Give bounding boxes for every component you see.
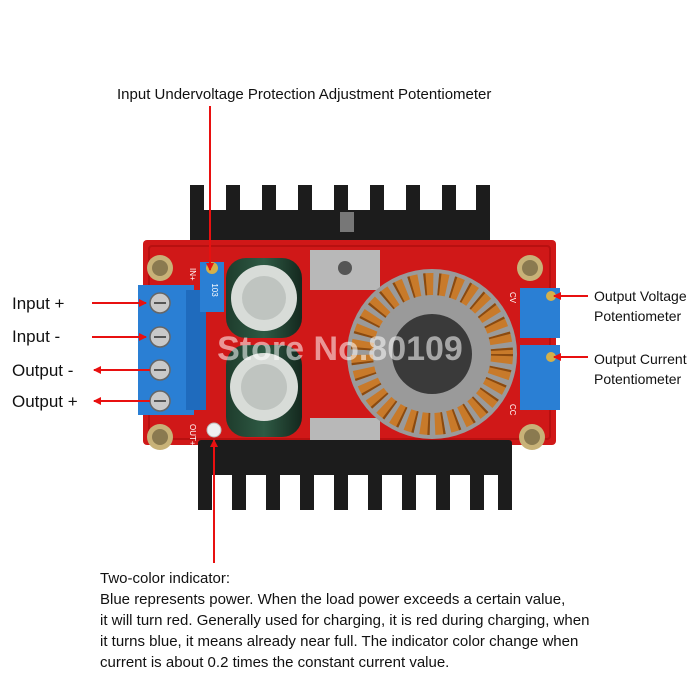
label-output-voltage-line1: Output Voltage xyxy=(594,288,687,304)
pcb-label-cv: CV xyxy=(508,292,517,304)
annotation-arrows xyxy=(92,106,588,563)
watermark-text: Store No.80109 xyxy=(217,330,463,368)
label-output-voltage-line2: Potentiometer xyxy=(594,308,682,324)
label-output-current-line1: Output Current xyxy=(594,351,687,367)
label-input-minus: Input - xyxy=(12,327,61,346)
bottom-heatsink xyxy=(198,440,512,510)
note-line: it will turn red. Generally used for cha… xyxy=(100,612,590,629)
capacitors xyxy=(226,258,302,437)
note-line: it turns blue, it means already near ful… xyxy=(100,633,579,650)
label-input-plus: Input + xyxy=(12,294,65,313)
pcb-label-cc: CC xyxy=(508,404,517,416)
label-output-minus: Output - xyxy=(12,361,74,380)
toroid-inductor xyxy=(347,269,517,439)
indicator-note: Two-color indicator: Blue represents pow… xyxy=(100,568,690,673)
indicator-led xyxy=(206,422,222,438)
note-line: Blue represents power. When the load pow… xyxy=(100,591,566,608)
label-output-current-line2: Potentiometer xyxy=(594,371,682,387)
note-heading: Two-color indicator: xyxy=(100,570,231,587)
pcb-label-out-plus: OUT+ xyxy=(188,424,197,446)
label-undervoltage-pot: Input Undervoltage Protection Adjustment… xyxy=(117,86,492,103)
mounting-screws xyxy=(147,255,545,450)
pcb-label-in-plus: IN+ xyxy=(188,268,197,281)
terminal-block xyxy=(138,285,206,415)
pot-code-text: 103 xyxy=(210,283,219,297)
label-output-plus: Output + xyxy=(12,392,78,411)
right-potentiometers xyxy=(520,288,560,410)
note-line: current is about 0.2 times the constant … xyxy=(100,654,450,671)
